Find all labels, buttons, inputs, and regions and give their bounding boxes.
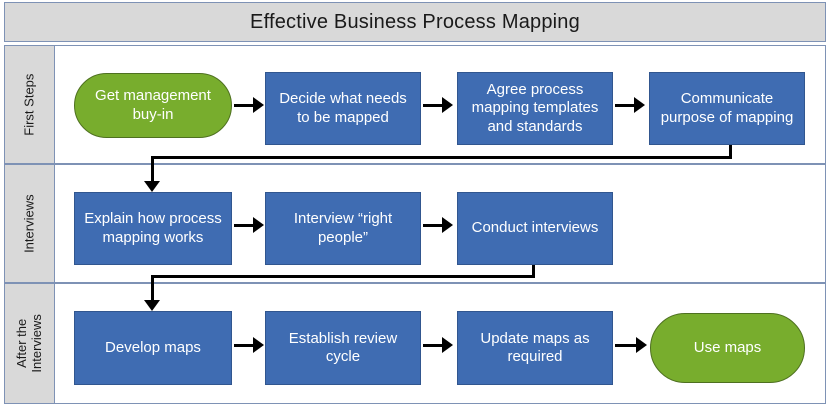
arrow-head-icon bbox=[144, 181, 160, 192]
arrow-head-icon bbox=[253, 217, 264, 233]
lane-label-line-1: After the bbox=[14, 318, 30, 369]
node-interview-right-people[interactable]: Interview “right people” bbox=[265, 192, 421, 265]
connector-line bbox=[423, 104, 443, 107]
arrow-head-icon bbox=[636, 337, 647, 353]
node-develop-maps[interactable]: Develop maps bbox=[74, 311, 232, 385]
lane-label-interviews: Interviews bbox=[5, 165, 55, 282]
connector-line bbox=[234, 104, 254, 107]
lane-label-first-steps-text: First Steps bbox=[21, 73, 37, 136]
node-use-maps[interactable]: Use maps bbox=[650, 313, 805, 383]
arrow-head-icon bbox=[442, 97, 453, 113]
lane-label-line-2: Interviews bbox=[29, 314, 45, 373]
node-label: Develop maps bbox=[105, 338, 201, 356]
node-label: Interview “right people” bbox=[293, 210, 393, 246]
node-label: Use maps bbox=[693, 338, 762, 356]
node-label: Update maps as required bbox=[480, 329, 590, 365]
arrow-head-icon bbox=[253, 97, 264, 113]
lane-label-first-steps: First Steps bbox=[5, 46, 55, 163]
arrow-head-icon bbox=[253, 337, 264, 353]
connector-line bbox=[532, 265, 535, 278]
node-explain-how-process-mapping-works[interactable]: Explain how process mapping works bbox=[74, 192, 232, 265]
connector-line bbox=[151, 156, 154, 182]
lane-label-interviews-text: Interviews bbox=[21, 194, 37, 253]
node-label: Establish review cycle bbox=[288, 329, 398, 365]
diagram-title-bar: Effective Business Process Mapping bbox=[4, 2, 826, 42]
node-get-management-buy-in[interactable]: Get management buy-in bbox=[74, 73, 232, 138]
connector-line bbox=[423, 224, 443, 227]
arrow-head-icon bbox=[634, 97, 645, 113]
node-establish-review-cycle[interactable]: Establish review cycle bbox=[265, 311, 421, 385]
node-label: Conduct interviews bbox=[471, 219, 599, 237]
arrow-head-icon bbox=[144, 300, 160, 311]
connector-line bbox=[729, 145, 732, 159]
connector-line bbox=[615, 344, 637, 347]
node-update-maps-as-required[interactable]: Update maps as required bbox=[457, 311, 613, 385]
node-label: Explain how process mapping works bbox=[84, 210, 222, 246]
connector-line bbox=[423, 344, 443, 347]
node-communicate-purpose-of-mapping[interactable]: Communicate purpose of mapping bbox=[649, 72, 805, 145]
node-label: Communicate purpose of mapping bbox=[660, 90, 794, 126]
connector-line bbox=[151, 275, 154, 301]
node-conduct-interviews[interactable]: Conduct interviews bbox=[457, 192, 613, 265]
node-decide-what-needs-to-be-mapped[interactable]: Decide what needs to be mapped bbox=[265, 72, 421, 145]
page-title: Effective Business Process Mapping bbox=[250, 10, 580, 33]
arrow-head-icon bbox=[442, 337, 453, 353]
node-label: Agree process mapping templates and stan… bbox=[471, 81, 599, 135]
arrow-head-icon bbox=[442, 217, 453, 233]
connector-line bbox=[615, 104, 635, 107]
node-label: Decide what needs to be mapped bbox=[279, 90, 407, 126]
node-label: Get management buy-in bbox=[95, 87, 211, 123]
connector-line bbox=[151, 275, 535, 278]
connector-line bbox=[234, 224, 254, 227]
node-agree-process-mapping-templates[interactable]: Agree process mapping templates and stan… bbox=[457, 72, 613, 145]
connector-line bbox=[151, 156, 732, 159]
connector-line bbox=[234, 344, 254, 347]
